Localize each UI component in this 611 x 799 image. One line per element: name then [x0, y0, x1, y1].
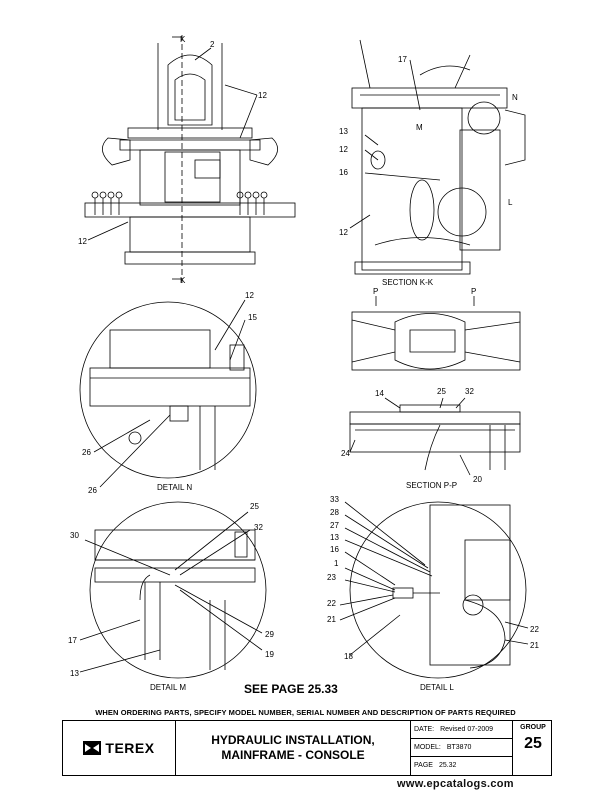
label-26b-n: 26: [88, 486, 97, 495]
label-14-pp: 14: [375, 389, 384, 398]
label-24-pp: 24: [341, 449, 350, 458]
see-page-reference: SEE PAGE 25.33: [244, 682, 338, 696]
label-l-kk: L: [508, 198, 513, 207]
label-2: 2: [210, 40, 215, 49]
page-value: 25.32: [438, 762, 457, 769]
section-kk-view: [349, 39, 526, 275]
date-label: DATE:: [414, 726, 435, 733]
label-21a-l: 21: [327, 615, 336, 624]
label-13-l: 13: [330, 533, 339, 542]
label-22b-l: 22: [530, 625, 539, 634]
label-13-m: 13: [70, 669, 79, 678]
section-pp-side-view: [349, 397, 521, 476]
label-15-n: 15: [248, 313, 257, 322]
label-p-left: P: [373, 287, 378, 296]
label-12-n: 12: [245, 291, 254, 300]
title-line-2: MAINFRAME - CONSOLE: [221, 748, 365, 762]
label-23-l: 23: [327, 573, 336, 582]
label-1-l: 1: [334, 559, 339, 568]
detail-n-view: [79, 299, 257, 488]
label-32-m: 32: [254, 523, 263, 532]
label-12-top: 12: [258, 91, 267, 100]
date-row: DATE: Revised 07-2009: [411, 721, 512, 739]
label-29-m: 29: [265, 630, 274, 639]
label-16-l: 16: [330, 545, 339, 554]
logo-cell: TEREX: [63, 721, 176, 775]
group-cell: GROUP 25: [513, 721, 553, 775]
label-19-m: 19: [265, 650, 274, 659]
label-33-l: 33: [330, 495, 339, 504]
group-label: GROUP: [520, 724, 546, 731]
group-number: 25: [524, 735, 542, 752]
detail-m-view: [79, 501, 267, 679]
caption-detail-l: DETAIL L: [420, 683, 454, 692]
label-25-pp: 25: [437, 387, 446, 396]
date-value: Revised 07-2009: [440, 726, 494, 733]
label-n-kk: N: [512, 93, 518, 102]
detail-l-view: [339, 501, 529, 679]
page-label: PAGE: [414, 762, 433, 769]
label-32-pp: 32: [465, 387, 474, 396]
label-m-kk: M: [416, 123, 423, 132]
label-25-m: 25: [250, 502, 259, 511]
caption-detail-n: DETAIL N: [157, 483, 192, 492]
front-view: [84, 35, 296, 283]
title-line-1: HYDRAULIC INSTALLATION,: [211, 733, 375, 747]
drawing-title: HYDRAULIC INSTALLATION, MAINFRAME - CONS…: [176, 721, 411, 775]
label-22a-l: 22: [327, 599, 336, 608]
info-cell: DATE: Revised 07-2009 MODEL: BT3870 PAGE 25…: [411, 721, 513, 775]
page-row: PAGE 25.32: [411, 757, 512, 775]
label-16-kk: 16: [339, 168, 348, 177]
label-30-m: 30: [70, 531, 79, 540]
model-label: MODEL:: [414, 744, 441, 751]
label-p-right: P: [471, 287, 476, 296]
label-18-l: 18: [344, 652, 353, 661]
label-28-l: 28: [330, 508, 339, 517]
label-13-kk: 13: [339, 127, 348, 136]
label-k-bottom: K: [180, 276, 186, 285]
watermark-text: www.epcatalogs.com: [397, 778, 514, 790]
label-12-kk: 12: [339, 145, 348, 154]
label-20-pp: 20: [473, 475, 482, 484]
label-27-l: 27: [330, 521, 339, 530]
label-12-left: 12: [78, 237, 87, 246]
model-value: BT3870: [446, 744, 472, 751]
caption-detail-m: DETAIL M: [150, 683, 186, 692]
ordering-note: WHEN ORDERING PARTS, SPECIFY MODEL NUMBE…: [95, 708, 516, 717]
section-pp-top-view: [351, 296, 521, 371]
label-k-top: K: [180, 35, 186, 44]
label-12b-kk: 12: [339, 228, 348, 237]
model-row: MODEL: BT3870: [411, 739, 512, 757]
label-17-kk: 17: [398, 55, 407, 64]
caption-section-pp: SECTION P-P: [406, 481, 457, 490]
caption-section-kk: SECTION K-K: [382, 278, 434, 287]
title-block: TEREX HYDRAULIC INSTALLATION, MAINFRAME …: [62, 720, 552, 776]
terex-logo-icon: [83, 741, 102, 755]
technical-drawing: K K 2 12 12 17 M N 13 12 16 L 12 SECTION…: [68, 35, 539, 692]
logo-text: TEREX: [105, 740, 155, 756]
label-21b-l: 21: [530, 641, 539, 650]
label-17-m: 17: [68, 636, 77, 645]
label-26a-n: 26: [82, 448, 91, 457]
